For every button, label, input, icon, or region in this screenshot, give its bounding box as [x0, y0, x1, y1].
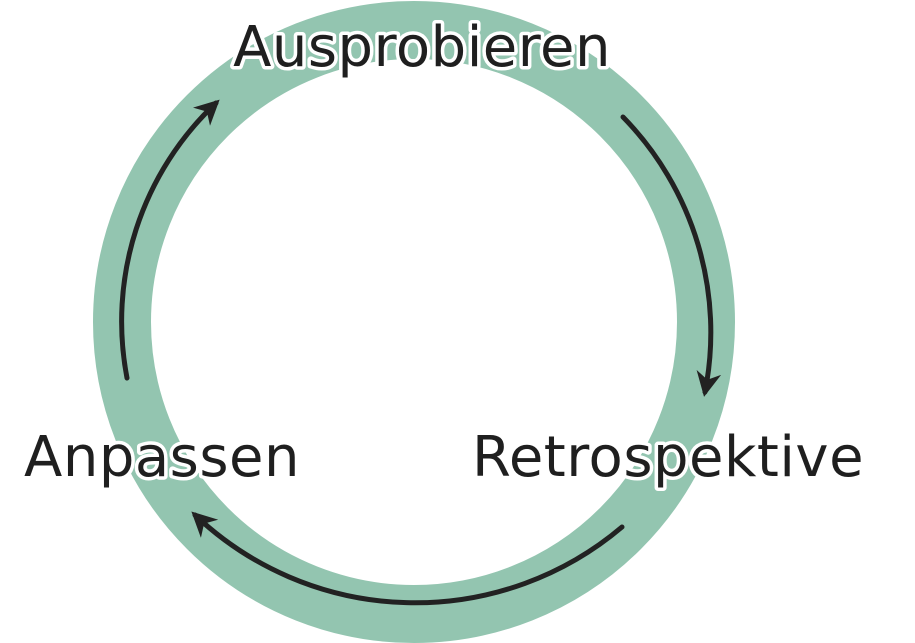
arrow-anpassen-to-ausprobieren — [119, 99, 220, 381]
stage-label-ausprobieren: Ausprobieren — [233, 15, 611, 80]
stage-label-anpassen: Anpassen — [24, 425, 300, 490]
stage-label-retrospektive: Retrospektive — [472, 425, 864, 490]
arrow-retrospektive-to-anpassen — [191, 511, 625, 606]
arrow-ausprobieren-to-retrospektive — [620, 114, 722, 397]
